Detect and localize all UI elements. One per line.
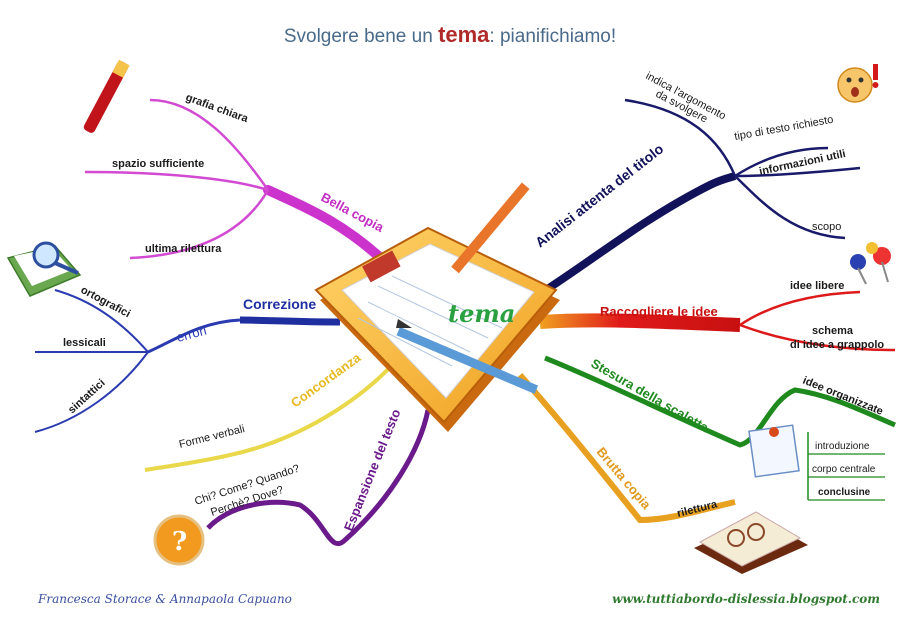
branch-label-raccogliere: Raccogliere le idee — [600, 304, 718, 319]
surprised-face-icon — [837, 64, 879, 103]
footer-site-link[interactable]: www.tuttiabordo-dislessia.blogspot.com — [612, 592, 880, 606]
open-book-glasses-icon — [694, 511, 808, 574]
title-keyword: tema — [438, 22, 490, 47]
leaf-idee-libere: idee libere — [790, 280, 844, 292]
leaf-grafia-chiara: grafia chiara — [184, 92, 250, 126]
branch-label-stesura: Stesura della scaletta — [589, 356, 712, 436]
branch-concordanza: Concordanza Forme verbali — [144, 349, 397, 472]
leaf-scopo: scopo — [812, 221, 841, 233]
calendar-icon — [748, 424, 800, 478]
leaf-schema: schema — [812, 325, 854, 337]
leaf-grappolo: di idee a grappolo — [790, 339, 884, 351]
center-topic: tema — [448, 299, 515, 328]
pushpins-icon — [850, 242, 891, 285]
leaf-ultima-rilettura: ultima rilettura — [145, 243, 222, 255]
leaf-spazio-sufficiente: spazio sufficiente — [112, 158, 204, 170]
pencil-icon — [396, 319, 539, 394]
page-title: Svolgere bene un tema: pianifichiamo! — [0, 22, 900, 48]
branch-label-correzione: Correzione — [243, 296, 316, 312]
branch-label-analisi: Analisi attenta del titolo — [532, 141, 666, 251]
leaf-lessicali: lessicali — [63, 337, 106, 349]
branch-raccogliere: Raccogliere le idee idee libere schema d… — [539, 280, 896, 352]
outline-corpo-centrale: corpo centrale — [812, 464, 876, 475]
sublabel-errori: errori — [175, 323, 208, 345]
leaf-forme-verbali: Forme verbali — [178, 423, 246, 451]
branch-label-bella-copia: Bella copia — [319, 189, 387, 235]
branch-bella-copia: Bella copia grafia chiara spazio suffici… — [84, 92, 390, 267]
svg-text:?: ? — [172, 527, 187, 557]
outline-introduzione: introduzione — [815, 441, 870, 452]
outline-conclusine: conclusine — [818, 487, 871, 498]
branch-stesura: Stesura della scaletta idee organizzate … — [544, 356, 896, 501]
leaf-rilettura: rilettura — [676, 498, 719, 520]
title-prefix: Svolgere bene un — [283, 26, 439, 47]
leaf-tipo-testo: tipo di testo richiesto — [733, 114, 834, 143]
clipboard-icon — [314, 226, 560, 432]
footer-authors: Francesca Storace & Annapaola Capuano — [38, 592, 292, 606]
leaf-idee-organizzate: idee organizzate — [801, 375, 885, 418]
pen-orange-icon — [451, 182, 530, 274]
question-mark-icon: ? — [153, 514, 205, 566]
title-suffix: : pianifichiamo! — [489, 26, 617, 47]
pen-icon — [83, 59, 130, 133]
branch-analisi: Analisi attenta del titolo indica l'argo… — [527, 70, 861, 304]
branch-correzione: Correzione errori ortografici lessicali … — [34, 284, 341, 433]
magnifier-book-icon — [6, 241, 82, 297]
